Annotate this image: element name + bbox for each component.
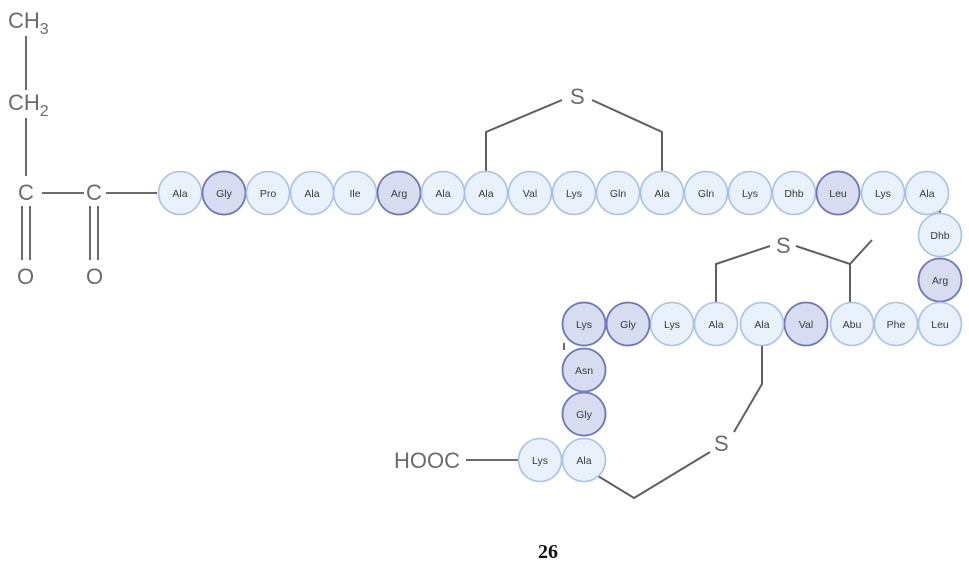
residue-gln-label: Gln bbox=[610, 188, 627, 200]
residue-ala-label: Ala bbox=[654, 188, 669, 200]
residue-gly-label: Gly bbox=[620, 319, 637, 331]
residue-ala-label: Ala bbox=[478, 188, 493, 200]
residue-lys-bead bbox=[727, 170, 773, 216]
thioether-bridge-3 bbox=[733, 345, 763, 433]
residue-lys-bead bbox=[517, 437, 563, 483]
thioether-bridge-2 bbox=[715, 245, 771, 302]
residue-gly-label: Gly bbox=[216, 188, 233, 200]
residue-arg-label: Arg bbox=[391, 188, 408, 200]
residue-val-bead bbox=[507, 170, 553, 216]
residue-ala-bead bbox=[739, 301, 785, 347]
residue-arg-label: Arg bbox=[932, 275, 949, 287]
residue-ala-bead bbox=[561, 437, 607, 483]
residue-ala-label: Ala bbox=[172, 188, 187, 200]
carbonyl-carbon-1: C bbox=[18, 180, 34, 205]
residue-ala-bead bbox=[639, 170, 685, 216]
sulfur-atom-3: S bbox=[714, 431, 729, 456]
residue-ala-bead bbox=[157, 170, 203, 216]
residue-dhb-bead bbox=[771, 170, 817, 216]
ch2-label: CH2 bbox=[8, 90, 49, 120]
carbonyl-carbon-2: C bbox=[86, 180, 102, 205]
residue-gln-bead bbox=[595, 170, 641, 216]
residue-asn-label: Asn bbox=[575, 365, 593, 377]
residue-lys-bead bbox=[649, 301, 695, 347]
residue-leu-bead bbox=[815, 170, 861, 216]
residue-arg-bead bbox=[376, 170, 422, 216]
residue-leu-label: Leu bbox=[931, 319, 949, 331]
thioether-bridge-2 bbox=[795, 245, 851, 302]
residue-abu-label: Abu bbox=[843, 319, 862, 331]
residue-lys-label: Lys bbox=[576, 319, 592, 331]
residue-ala-label: Ala bbox=[576, 455, 591, 467]
sulfur-atom-1: S bbox=[570, 84, 585, 109]
residue-lys-label: Lys bbox=[742, 188, 758, 200]
residue-ala-bead bbox=[693, 301, 739, 347]
residue-lys-bead bbox=[551, 170, 597, 216]
residue-arg-bead bbox=[917, 257, 963, 303]
residue-lys-label: Lys bbox=[566, 188, 582, 200]
residue-abu-bead bbox=[829, 301, 875, 347]
residue-dhb-label: Dhb bbox=[784, 188, 803, 200]
residue-val-bead bbox=[783, 301, 829, 347]
compound-number: 26 bbox=[538, 541, 558, 563]
residue-asn-bead bbox=[561, 347, 607, 393]
residue-ile-label: Ile bbox=[349, 188, 360, 200]
residue-phe-bead bbox=[873, 301, 919, 347]
residue-gly-bead bbox=[605, 301, 651, 347]
residue-ala-label: Ala bbox=[708, 319, 723, 331]
carbonyl-oxygen-1: O bbox=[17, 264, 34, 289]
residue-lys-label: Lys bbox=[875, 188, 891, 200]
residue-phe-label: Phe bbox=[887, 319, 906, 331]
thioether-bridge-1 bbox=[485, 99, 563, 171]
thioether-bridge-3 bbox=[597, 451, 711, 500]
residue-leu-label: Leu bbox=[829, 188, 847, 200]
residue-pro-label: Pro bbox=[260, 188, 277, 200]
residue-gln-bead bbox=[683, 170, 729, 216]
residue-val-label: Val bbox=[523, 188, 537, 200]
thioether-bridge-1 bbox=[591, 99, 663, 171]
residue-ala-bead bbox=[463, 170, 509, 216]
residue-gln-label: Gln bbox=[698, 188, 715, 200]
residue-ala-label: Ala bbox=[304, 188, 319, 200]
residue-lys-bead bbox=[860, 170, 906, 216]
ch3-label: CH3 bbox=[8, 8, 49, 38]
n-terminal-acyl-group: CH3 CH2 C C O O bbox=[8, 8, 157, 289]
abu-methyl-branch bbox=[849, 239, 873, 265]
residue-gly-bead bbox=[201, 170, 247, 216]
residue-ala-label: Ala bbox=[919, 188, 934, 200]
residue-ile-bead bbox=[332, 170, 378, 216]
residue-ala-label: Ala bbox=[754, 319, 769, 331]
residue-leu-bead bbox=[917, 301, 963, 347]
residue-gly-bead bbox=[561, 391, 607, 437]
residue-ala-bead bbox=[904, 170, 950, 216]
thioether-bridges: S S S bbox=[485, 84, 873, 500]
residue-val-label: Val bbox=[799, 319, 813, 331]
residue-lys-bead bbox=[561, 301, 607, 347]
residue-lys-label: Lys bbox=[664, 319, 680, 331]
residue-dhb-label: Dhb bbox=[930, 230, 949, 242]
sulfur-atom-2: S bbox=[776, 233, 791, 258]
residue-gly-label: Gly bbox=[576, 409, 593, 421]
residue-pro-bead bbox=[245, 170, 291, 216]
residue-ala-label: Ala bbox=[435, 188, 450, 200]
carbonyl-oxygen-2: O bbox=[86, 264, 103, 289]
residue-dhb-bead bbox=[917, 212, 963, 258]
c-terminal-label: HOOC bbox=[394, 448, 460, 473]
residue-lys-label: Lys bbox=[532, 455, 548, 467]
